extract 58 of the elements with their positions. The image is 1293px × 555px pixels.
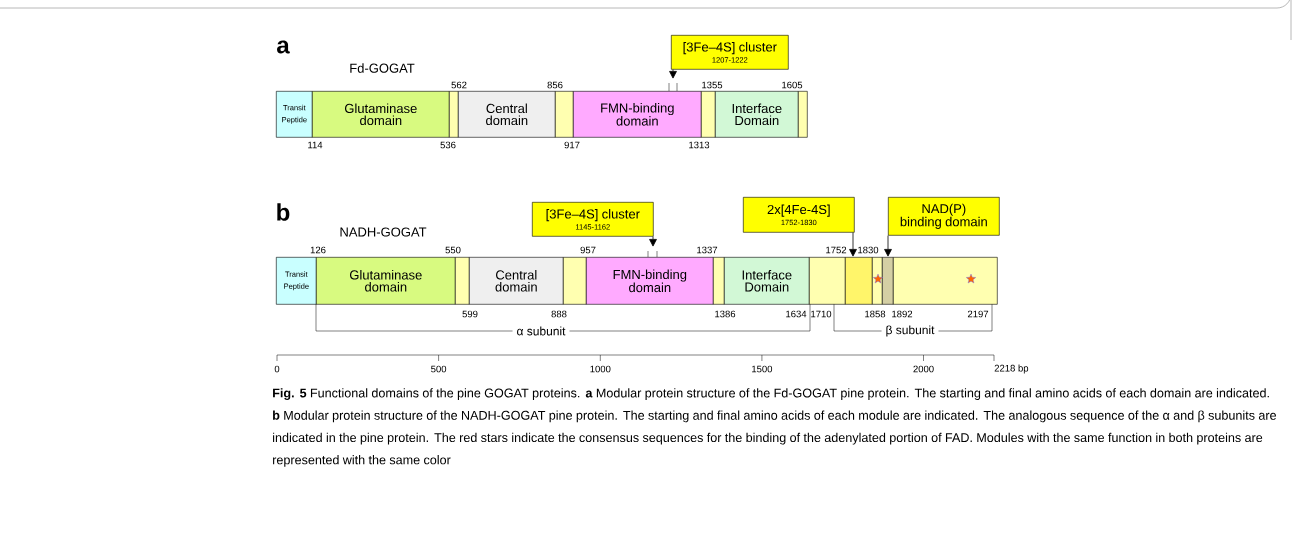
panel-letter: b bbox=[277, 203, 290, 221]
number-label: 599 bbox=[462, 310, 478, 318]
linker-box bbox=[555, 91, 574, 138]
domain-box: Interface Domain bbox=[715, 91, 799, 138]
number-label: 888 bbox=[551, 310, 567, 318]
number-label: 1355 bbox=[702, 81, 723, 89]
arrow bbox=[849, 232, 857, 257]
number-label: 856 bbox=[547, 81, 563, 89]
axis-label: 2218 bp bbox=[994, 364, 1029, 374]
number-label: 1386 bbox=[715, 310, 736, 318]
caption: Fig. 5 Functional domains of the pine GOGAT proteins. a Modular protein structure of the Fd-GOGAT pine protein. The starting and final amino acids of each domain are indicated. b Modular protein structure of the NADH-GOGAT pine protein. The starting and final amino acids of each module are indicated. The analogous sequence of the α and β subunits are indicated in the pine protein. The red stars indicate the consensus sequences for the binding of the adenylated portion of FAD. Modules with the same function in both proteins are represented with the same color bbox=[273, 388, 1276, 467]
number-label: 1752 bbox=[826, 246, 847, 254]
number-label: 1313 bbox=[689, 141, 710, 149]
axis-label: 1500 bbox=[752, 365, 773, 373]
linker-box bbox=[893, 257, 998, 305]
linker-box bbox=[798, 91, 808, 138]
number-label: 126 bbox=[310, 246, 326, 254]
arrow bbox=[669, 69, 677, 79]
linker-box bbox=[713, 257, 725, 305]
number-label: 1605 bbox=[782, 81, 803, 89]
number-label: 536 bbox=[440, 141, 456, 149]
domain-box: Glutaminase domain bbox=[316, 257, 456, 305]
panel-letter: a bbox=[277, 40, 290, 54]
arrow bbox=[884, 235, 892, 257]
number-label: 1892 bbox=[892, 310, 913, 318]
domain-box: Central domain bbox=[469, 257, 564, 305]
linker-box bbox=[563, 257, 587, 305]
domain-box bbox=[845, 257, 873, 305]
number-label: 1634 bbox=[786, 310, 807, 318]
number-label: 957 bbox=[580, 246, 596, 254]
linker-box bbox=[701, 91, 716, 138]
number-label: 1337 bbox=[697, 246, 718, 254]
axis-label: 1000 bbox=[590, 365, 611, 373]
number-label: 1710 bbox=[811, 310, 832, 318]
protein-name: NADH-GOGAT bbox=[340, 227, 427, 237]
linker-box bbox=[809, 257, 846, 305]
axis-label: 0 bbox=[274, 365, 280, 373]
domain-box: Central domain bbox=[458, 91, 556, 138]
number-label: 1830 bbox=[858, 246, 879, 254]
axis-label: 500 bbox=[431, 365, 447, 373]
arrow bbox=[649, 236, 657, 247]
subunit-label: α subunit bbox=[512, 326, 570, 336]
domain-box: Interface Domain bbox=[724, 257, 810, 305]
domain-box: Glutaminase domain bbox=[312, 91, 450, 138]
axis-label: 2000 bbox=[913, 365, 934, 373]
protein-name: Fd-GOGAT bbox=[350, 63, 415, 73]
linker-box bbox=[455, 257, 470, 305]
number-label: 917 bbox=[564, 141, 580, 149]
domain-box bbox=[882, 257, 894, 305]
domain-box: FMN-binding domain bbox=[586, 257, 714, 305]
domain-box: FMN-binding domain bbox=[573, 91, 702, 138]
callout-box: NAD(P) binding domain bbox=[888, 197, 1000, 236]
number-label: 550 bbox=[445, 246, 461, 254]
number-label: 114 bbox=[308, 141, 323, 149]
number-label: 562 bbox=[451, 81, 467, 89]
linker-box bbox=[449, 91, 459, 138]
subunit-label: β subunit bbox=[881, 325, 939, 337]
number-label: 1858 bbox=[865, 310, 886, 318]
